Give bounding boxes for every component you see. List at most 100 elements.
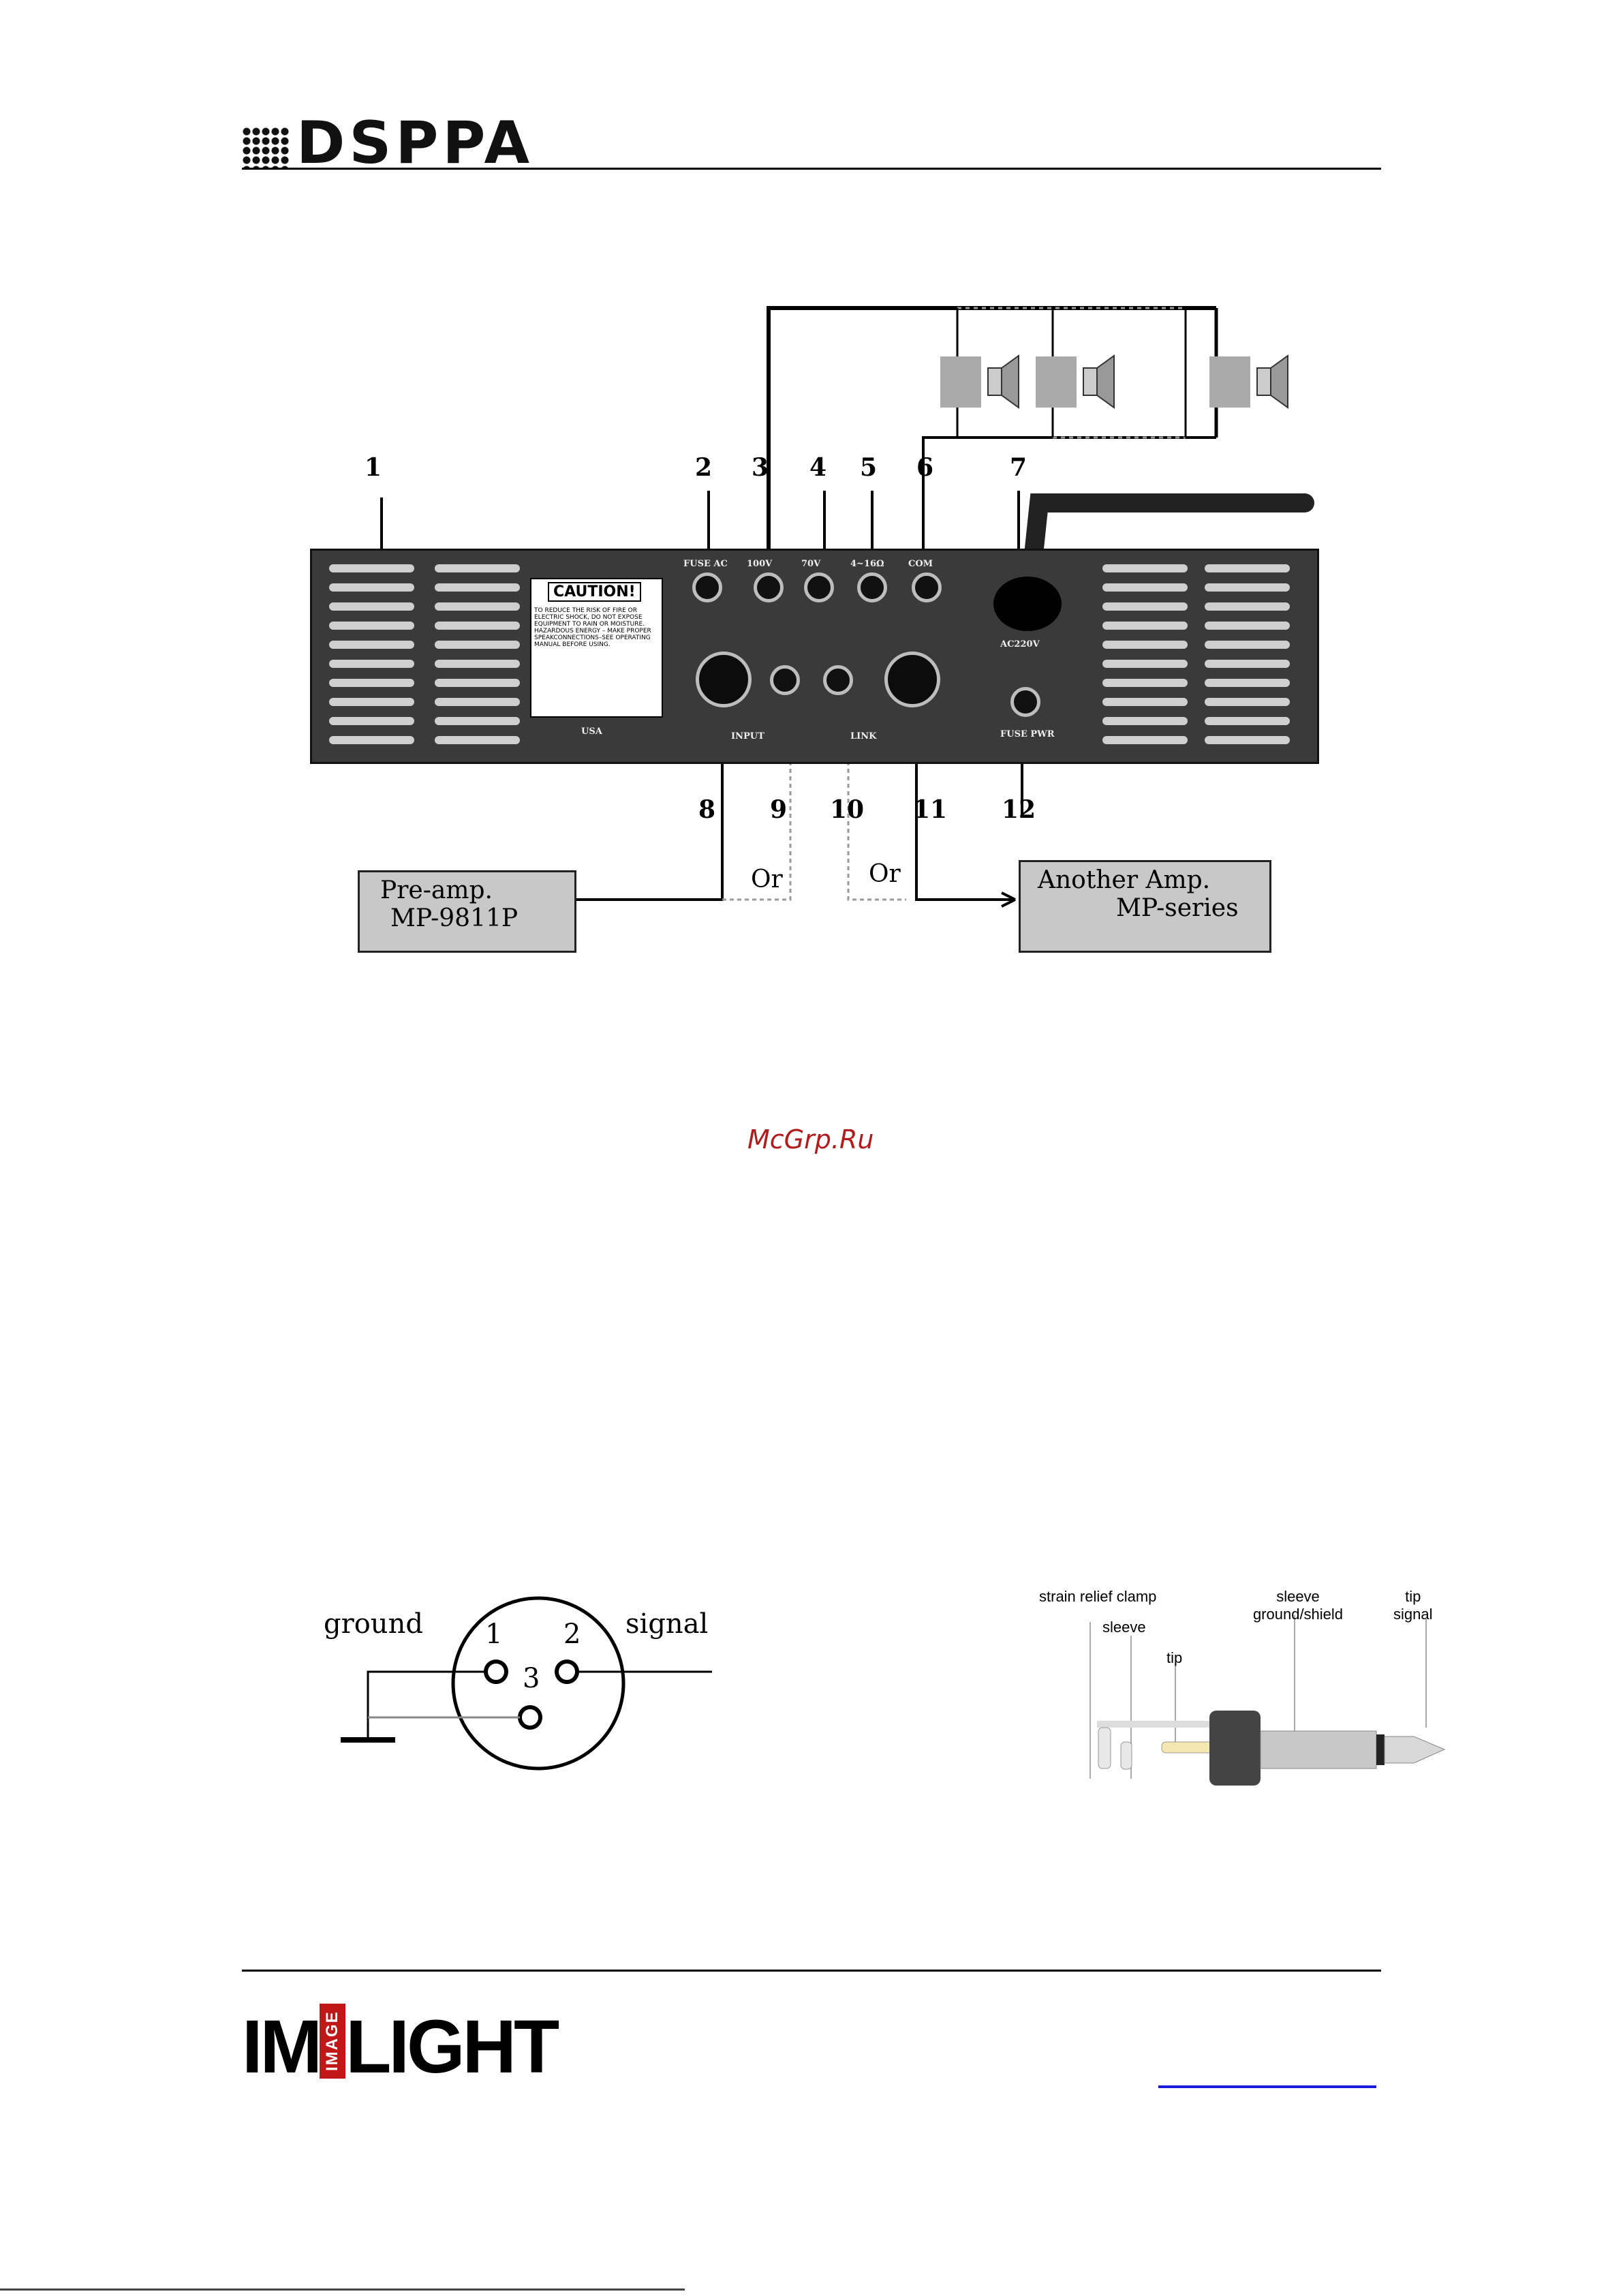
ac220v-label: AC220V — [1000, 639, 1040, 649]
vent-slot — [1205, 736, 1290, 744]
logo-dots-icon — [242, 126, 290, 168]
callout-2: 2 — [695, 453, 713, 482]
another-line1: Another Amp. — [1038, 866, 1211, 894]
caution-label: CAUTION! TO REDUCE THE RISK OF FIRE OR E… — [530, 578, 663, 718]
footer-link[interactable] — [1158, 2085, 1376, 2088]
callout-4: 4 — [809, 453, 827, 482]
tip-signal-line2: signal — [1393, 1606, 1433, 1623]
vent-slot — [329, 698, 414, 706]
dsppa-logo: DSPPA — [242, 109, 534, 177]
vent-slot — [1102, 564, 1188, 572]
xlr-input-connector — [696, 652, 752, 707]
vent-slot — [435, 641, 520, 649]
tip-signal-line1: tip — [1405, 1588, 1421, 1605]
xlr-pin-2: 2 — [563, 1619, 581, 1650]
vent-slot — [435, 622, 520, 630]
vent-slot — [1102, 583, 1188, 592]
vent-slot — [1205, 679, 1290, 687]
usa-label: USA — [581, 726, 602, 737]
callout-12: 12 — [1002, 795, 1036, 824]
callout-7: 7 — [1010, 453, 1027, 482]
caution-title: CAUTION! — [548, 582, 641, 602]
vent-slot — [1205, 660, 1290, 668]
fuse-pwr-label: FUSE PWR — [1000, 729, 1055, 739]
logo-im: IM — [242, 2005, 322, 2089]
vent-slot — [1102, 679, 1188, 687]
vent-slot — [1102, 698, 1188, 706]
terminal-100v — [754, 572, 784, 602]
terminal-com — [912, 572, 942, 602]
vent-slot — [435, 660, 520, 668]
vent-slot — [1205, 641, 1290, 649]
jack-sleeve-label: sleeve — [1102, 1619, 1146, 1636]
vent-slot — [1205, 717, 1290, 725]
vent-slot — [435, 679, 520, 687]
vent-slot — [435, 602, 520, 611]
100v-label: 100V — [747, 559, 773, 569]
caution-text: TO REDUCE THE RISK OF FIRE OR ELECTRIC S… — [534, 607, 651, 648]
logo-text: DSPPA — [296, 109, 534, 177]
com-label: COM — [908, 559, 933, 569]
jack-tip-label: tip — [1166, 1649, 1183, 1666]
callout-6: 6 — [916, 453, 934, 482]
preamp-box: Pre-amp. MP-9811P — [358, 870, 576, 953]
xlr-pin-1: 1 — [485, 1619, 503, 1650]
page-bottom-line — [0, 2289, 685, 2291]
ohm-label: 4~16Ω — [850, 559, 884, 569]
callout-1: 1 — [365, 453, 382, 482]
callout-11: 11 — [913, 795, 948, 824]
logo-image: IMAGE — [320, 2004, 346, 2079]
vent-slot — [435, 564, 520, 572]
vent-slot — [329, 564, 414, 572]
callout-10: 10 — [830, 795, 865, 824]
watermark: McGrp.Ru — [747, 1124, 874, 1154]
vent-slot — [1205, 583, 1290, 592]
jack-plug-diagram — [1089, 1615, 1446, 1786]
vent-slot — [329, 622, 414, 630]
vent-slot — [435, 736, 520, 744]
speaker-icon — [1036, 354, 1115, 409]
vent-slot — [435, 583, 520, 592]
another-amp-box: Another Amp. MP-series — [1019, 860, 1271, 953]
vent-slot — [1102, 660, 1188, 668]
fuse-pwr-holder — [1010, 687, 1040, 717]
callout-9: 9 — [770, 795, 788, 824]
vent-slot — [1205, 622, 1290, 630]
callout-3: 3 — [752, 453, 769, 482]
vent-slot — [329, 583, 414, 592]
preamp-line2: MP-9811P — [390, 904, 519, 932]
70v-label: 70V — [801, 559, 821, 569]
jack-input-connector — [770, 665, 800, 695]
speaker-icon — [1209, 354, 1288, 409]
vent-slot — [329, 660, 414, 668]
footer-rule — [242, 1970, 1381, 1972]
or-left: Or — [751, 866, 783, 893]
jack-tip-signal-label: tip signal — [1393, 1588, 1432, 1623]
vent-slot — [1205, 564, 1290, 572]
vent-slot — [1102, 602, 1188, 611]
link-label: LINK — [850, 731, 877, 741]
vent-slot — [1102, 622, 1188, 630]
xlr-link-connector — [884, 652, 940, 707]
logo-light: LIGHT — [345, 2005, 559, 2089]
jack-strain-relief-label: strain relief clamp — [1039, 1588, 1157, 1605]
vent-slot — [1205, 602, 1290, 611]
header-rule — [242, 168, 1381, 170]
amplifier-rear-panel: CAUTION! TO REDUCE THE RISK OF FIRE OR E… — [310, 549, 1319, 764]
xlr-pin-3: 3 — [523, 1663, 540, 1694]
terminal-4-16-ohm — [857, 572, 887, 602]
xlr-ground-label: ground — [324, 1608, 423, 1640]
xlr-signal-label: signal — [625, 1608, 709, 1640]
callout-8: 8 — [698, 795, 716, 824]
vent-slot — [1102, 736, 1188, 744]
input-label: INPUT — [731, 731, 764, 741]
vent-slot — [435, 717, 520, 725]
vent-slot — [329, 641, 414, 649]
jack-sleeve-ground-label: sleeve ground/shield — [1250, 1588, 1346, 1623]
jack-link-connector — [823, 665, 853, 695]
vent-slot — [1205, 698, 1290, 706]
vent-slot — [1102, 717, 1188, 725]
speaker-icon — [940, 354, 1019, 409]
xlr-pinout-diagram — [341, 1596, 712, 1771]
